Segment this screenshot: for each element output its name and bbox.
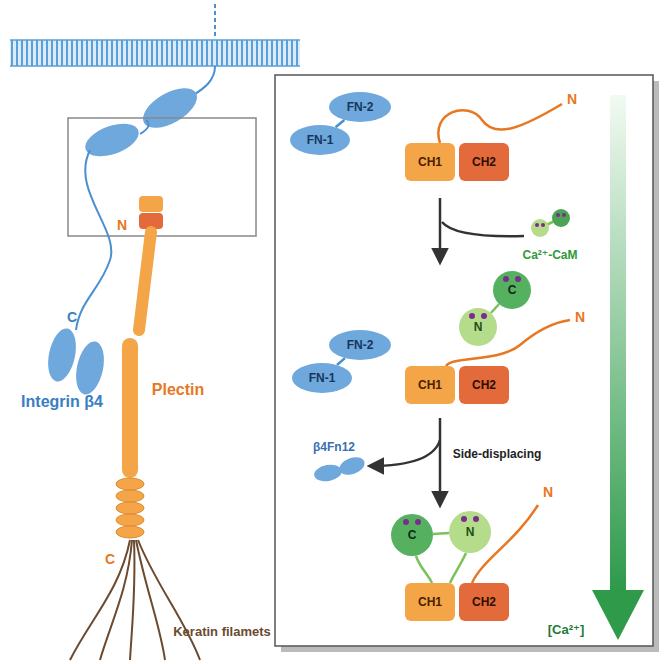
annotation-label: Side-displacing bbox=[453, 448, 542, 461]
integrin-extracellular bbox=[214, 4, 216, 38]
zoom-panel bbox=[275, 75, 653, 646]
domain-label: CH1 bbox=[418, 156, 442, 168]
cam-icon bbox=[531, 219, 549, 237]
domain-box: CH1 bbox=[405, 366, 455, 404]
integrin-domain bbox=[81, 117, 143, 162]
domain-ellipse: FN-2 bbox=[329, 330, 391, 360]
calcium-ion bbox=[481, 313, 487, 319]
integrin-domain bbox=[44, 326, 81, 384]
domain-ellipse: C bbox=[391, 514, 433, 556]
annotation-label: Integrin β4 bbox=[21, 393, 103, 411]
domain-label: CH2 bbox=[472, 156, 496, 168]
domain-box: CH1 bbox=[405, 583, 455, 621]
domain-box: CH2 bbox=[459, 583, 509, 621]
annotation-label: N bbox=[543, 485, 553, 500]
domain-box: CH2 bbox=[459, 143, 509, 181]
domain-label: CH1 bbox=[418, 379, 442, 391]
plectin-ch1 bbox=[139, 196, 163, 212]
domain-box: CH1 bbox=[405, 143, 455, 181]
calcium-ion bbox=[515, 276, 521, 282]
domain-label: FN-1 bbox=[307, 134, 334, 146]
annotation-label: [Ca²⁺] bbox=[548, 623, 584, 637]
annotation-label: C bbox=[105, 552, 115, 567]
domain-ellipse: N bbox=[449, 511, 491, 553]
domain-ellipse: N bbox=[459, 308, 497, 346]
annotation-label: C bbox=[67, 310, 77, 325]
annotation-label: Keratin filamets bbox=[173, 625, 271, 639]
cam-icon bbox=[552, 209, 570, 227]
linker-line bbox=[433, 532, 449, 535]
calcium-ion bbox=[503, 276, 509, 282]
integrin-chain bbox=[192, 66, 215, 96]
domain-ellipse: FN-2 bbox=[329, 92, 391, 122]
annotation-label: N bbox=[575, 310, 585, 325]
annotation-label: Plectin bbox=[152, 381, 204, 399]
integrin-domain bbox=[137, 80, 204, 136]
domain-label: CH1 bbox=[418, 596, 442, 608]
integrin-chain bbox=[76, 150, 111, 330]
plectin-rod bbox=[122, 346, 138, 470]
cam-linker bbox=[416, 553, 466, 583]
calcium-ion bbox=[415, 519, 421, 525]
calcium-ion bbox=[473, 516, 479, 522]
domain-label: FN-1 bbox=[309, 372, 336, 384]
domain-ellipse: FN-1 bbox=[290, 125, 350, 155]
annotation-label: Ca²⁺-CaM bbox=[522, 249, 577, 262]
linker-line bbox=[491, 304, 499, 313]
zoom-box bbox=[68, 118, 256, 236]
membrane bbox=[10, 40, 300, 66]
domain-label: CH2 bbox=[472, 379, 496, 391]
plectin-repeats bbox=[116, 478, 144, 538]
domain-box: CH2 bbox=[459, 366, 509, 404]
domain-label: N bbox=[466, 526, 475, 538]
plectin-rod bbox=[139, 232, 151, 330]
keratin-filaments bbox=[70, 540, 200, 660]
calcium-gradient-arrow bbox=[610, 95, 626, 590]
linker-line bbox=[336, 120, 345, 127]
b4fn12-domain bbox=[313, 463, 343, 484]
calcium-ion bbox=[403, 519, 409, 525]
b4fn12-domain bbox=[337, 454, 367, 478]
calcium-ion bbox=[469, 313, 475, 319]
annotation-label: N bbox=[567, 92, 577, 107]
annotation-label: N bbox=[117, 218, 127, 233]
domain-label: C bbox=[508, 284, 517, 296]
plectin-n-tail bbox=[438, 104, 570, 583]
domain-label: CH2 bbox=[472, 596, 496, 608]
annotation-label: β4Fn12 bbox=[313, 441, 355, 454]
linker-line bbox=[337, 358, 345, 365]
calcium-ion bbox=[461, 516, 467, 522]
domain-ellipse: FN-1 bbox=[292, 363, 352, 393]
domain-label: FN-2 bbox=[347, 101, 374, 113]
domain-ellipse: C bbox=[493, 271, 531, 309]
domain-label: N bbox=[474, 321, 483, 333]
integrin-domain bbox=[72, 339, 109, 397]
domain-label: FN-2 bbox=[347, 339, 374, 351]
domain-label: C bbox=[408, 529, 417, 541]
